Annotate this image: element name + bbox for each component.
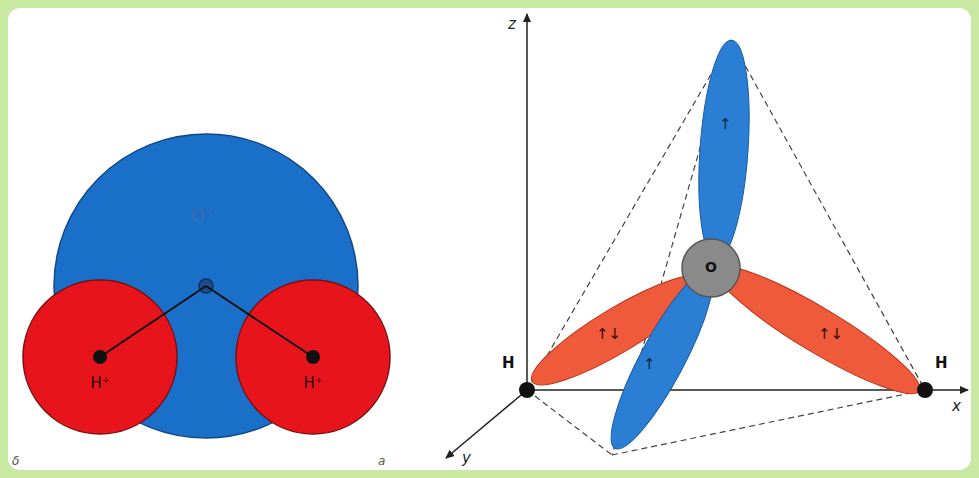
axis-label: y xyxy=(462,450,471,467)
hydrogen-ion-circle: H⁺ xyxy=(22,279,178,435)
axis-label: x xyxy=(952,398,961,415)
bond-line xyxy=(206,286,313,357)
axis-label: z xyxy=(508,16,516,33)
atom-label: H xyxy=(935,355,948,372)
electron-arrow: ↑ xyxy=(719,116,732,133)
hydrogen-ion-circle: H⁺ xyxy=(235,279,391,435)
charge-symbol: δ xyxy=(12,455,19,468)
electron-pair-arrow: ↑↓ xyxy=(818,326,843,343)
oxygen-atom-sphere: O xyxy=(681,238,741,298)
bond-line xyxy=(100,286,206,357)
node-label: O²⁻ xyxy=(191,205,222,225)
atom-label: H xyxy=(502,355,515,372)
node-label: H⁺ xyxy=(303,375,322,392)
node-label: H⁺ xyxy=(90,375,109,392)
electron-pair-arrow: ↑↓ xyxy=(596,326,621,343)
circle-outline xyxy=(22,279,178,435)
electron-arrow: ↑ xyxy=(643,356,656,373)
node-label: O xyxy=(705,260,717,275)
circle-outline xyxy=(235,279,391,435)
charge-symbol: a xyxy=(378,455,385,468)
